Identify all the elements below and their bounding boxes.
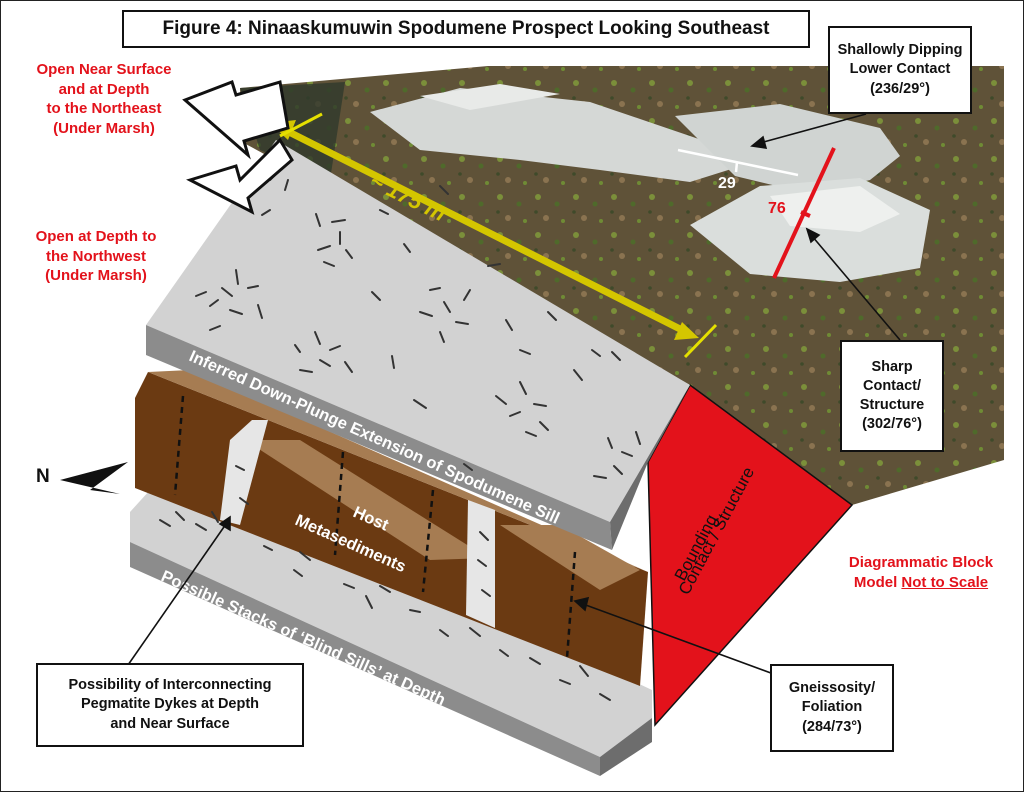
pegmatite-dyke-1 (220, 420, 268, 525)
leader-gneissosity (582, 603, 791, 681)
figure-title: Figure 4: Ninaaskumuwin Spodumene Prospe… (122, 10, 810, 48)
note-scale-line2: Model Not to Scale (826, 573, 1016, 593)
outcrop-northwest (370, 88, 760, 182)
note-open-northwest-line2: the Northwest (45, 247, 146, 265)
leader-lower-contact (759, 113, 867, 144)
note-open-northeast-line2: and at Depth (58, 80, 150, 98)
callout-sharp-contact-line1: Sharp (871, 358, 913, 375)
callout-sharp-contact-line3: Structure (859, 397, 925, 413)
callout-sharp-contact-line4: (302/76°) (862, 416, 922, 433)
blind-sills-slab (130, 490, 652, 776)
outcrop-ridge (675, 104, 900, 194)
leader-pegmatite (127, 523, 227, 666)
callout-gneissosity-line3: (284/73°) (802, 718, 862, 735)
callout-sharp-contact-line2: Contact/ (863, 377, 921, 394)
foliation-line (565, 551, 577, 659)
terrain-photo (240, 66, 1004, 505)
note-open-northeast-line1: Open Near Surface (36, 61, 172, 78)
pegmatite-dyke-2 (466, 500, 495, 628)
note-open-northeast-line4: (Under Marsh) (53, 119, 155, 137)
callout-pegmatite-line3: and Near Surface (110, 715, 230, 732)
dip-76-label: 76 (768, 200, 786, 217)
callout-gneissosity: Gneissosity/ Foliation (284/73°) (770, 664, 894, 752)
note-scale-underlined: Not to Scale (901, 573, 989, 591)
blind-sill-crystal-marks (159, 465, 611, 701)
dip-76-symbol: 76 (768, 147, 836, 279)
north-arrow (60, 462, 128, 494)
note-open-northeast-line3: to the Northeast (46, 100, 162, 117)
leader-lines (127, 113, 901, 681)
note-open-northwest-line1: Open at Depth to (35, 228, 157, 245)
callout-pegmatite-line1: Possibility of Interconnecting (68, 677, 272, 694)
callout-pegmatite: Possibility of Interconnecting Pegmatite… (36, 663, 304, 747)
open-northwest-arrow (186, 137, 294, 215)
callout-lower-contact-line1: Shallowly Dipping (837, 42, 963, 59)
note-open-northeast: Open Near Surface and at Depth to the No… (14, 60, 194, 138)
spodumene-crystal-marks (195, 171, 641, 479)
north-label: N (36, 466, 50, 487)
note-scale-line1: Diagrammatic Block (848, 554, 994, 571)
callout-lower-contact: Shallowly Dipping Lower Contact (236/29°… (828, 26, 972, 114)
bounding-structure-face (647, 383, 854, 727)
note-scale-prefix: Model (853, 573, 902, 591)
note-scale: Diagrammatic Block Model Not to Scale (826, 553, 1016, 592)
open-northeast-arrow (182, 80, 290, 160)
callout-pegmatite-line2: Pegmatite Dykes at Depth (80, 696, 260, 713)
callout-lower-contact-line2: Lower Contact (849, 61, 951, 78)
leader-sharp-contact (811, 235, 901, 341)
callout-sharp-contact: Sharp Contact/ Structure (302/76°) (840, 340, 944, 452)
host-metasediments-block (135, 370, 648, 686)
measure-arrowhead-end (674, 322, 699, 340)
dip-29-label: 29 (718, 175, 736, 192)
note-open-northwest: Open at Depth to the Northwest (Under Ma… (16, 227, 176, 286)
callout-gneissosity-line1: Gneissosity/ (788, 680, 876, 697)
callout-lower-contact-line3: (236/29°) (870, 80, 930, 97)
note-open-northwest-line3: (Under Marsh) (45, 267, 147, 284)
dip-29-symbol: 29 (677, 148, 799, 192)
callout-gneissosity-line2: Foliation (801, 699, 863, 716)
foliation-line (173, 395, 185, 496)
spodumene-sill-slab (146, 140, 690, 550)
